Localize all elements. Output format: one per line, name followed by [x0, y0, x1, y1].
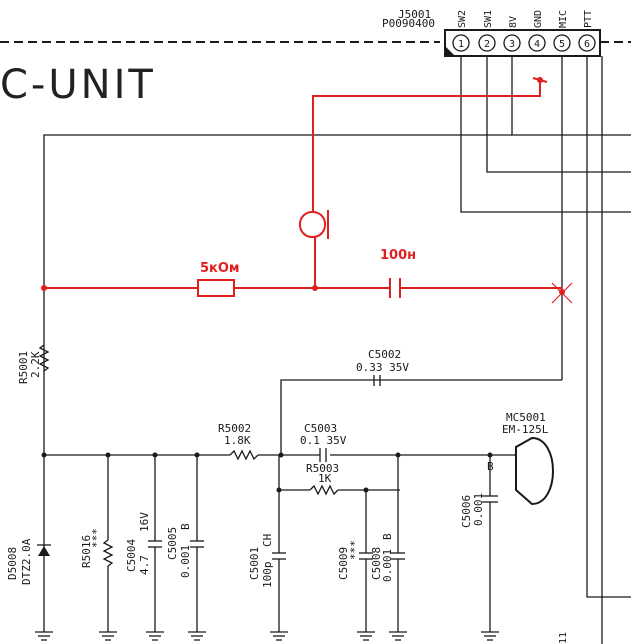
connector-ref: J5001 — [398, 8, 431, 21]
ground-symbols — [35, 631, 499, 641]
c5002-value: 0.33 35V — [356, 361, 409, 374]
pin-number-6: 6 — [584, 39, 590, 50]
pin-signal-5: MIC — [558, 10, 569, 28]
d5008: D5008 DTZ2.0A — [6, 455, 51, 632]
pin-4 — [528, 34, 546, 52]
c5005-value: 0.001 — [179, 545, 192, 578]
c5008: C5008 0.001 B — [370, 455, 405, 632]
d5008-ref: D5008 — [6, 547, 19, 580]
pin-signal-3: 8V — [508, 16, 519, 28]
c5002-ref: C5002 — [368, 348, 401, 361]
pin-signal-1: SW2 — [457, 10, 468, 28]
c5008-class: B — [381, 533, 394, 540]
r5016: R5016 *** — [80, 455, 114, 632]
c5001-value: 100p — [261, 562, 274, 589]
c5004-ref: C5004 — [125, 539, 138, 572]
c5009-ref: C5009 — [337, 547, 350, 580]
r5002-value: 1.8K — [224, 434, 251, 447]
c5005-class: B — [179, 523, 192, 530]
c5004-voltage: 16V — [138, 512, 151, 532]
c5001: C5001 100p CH — [248, 455, 286, 632]
mod-resistor-label: 5кОм — [200, 261, 240, 276]
c5008-ref: C5008 — [370, 547, 383, 580]
pin-number-2: 2 — [484, 39, 490, 50]
c5003-value: 0.1 35V — [300, 434, 347, 447]
pin-5 — [553, 34, 571, 52]
c5008-value: 0.001 — [381, 549, 394, 582]
pin-number-5: 5 — [559, 39, 565, 50]
mc5001-ref: MC5001 — [506, 411, 546, 424]
pin-3 — [503, 34, 521, 52]
mc5001-value: EM-125L — [502, 423, 549, 436]
c5006-class: B — [487, 460, 494, 473]
main-rail: R5002 1.8K C5003 0.1 35V R5003 1K — [41, 422, 540, 496]
microphone-mc5001: MC5001 EM-125L C5006 0.001 B — [460, 411, 554, 632]
r5003-ref: R5003 — [306, 462, 339, 475]
connector-j5001: J5001 P0090400 1 SW2 2 SW1 3 8V 4 GND 5 MIC 6 PTT — [382, 8, 601, 57]
c5009-value: *** — [348, 540, 361, 560]
c5005: C5005 0.001 B — [166, 455, 204, 632]
c5004-value: 4.7 — [138, 555, 151, 575]
capacitor-c5002: C5002 0.33 35V — [280, 348, 562, 455]
c5005-ref: C5005 — [166, 527, 179, 560]
pin-number-3: 3 — [509, 39, 515, 50]
r5016-ref: R5016 — [80, 535, 93, 568]
mod-capacitor-label: 100н — [380, 248, 416, 263]
connector-part: P0090400 — [382, 17, 435, 30]
pin-signal-2: SW1 — [483, 10, 494, 28]
c5006-value: 0.001 — [472, 493, 485, 526]
pin-6 — [578, 34, 596, 52]
c5001-ref: C5001 — [248, 547, 261, 580]
r5003-value: 1K — [318, 472, 332, 485]
c5009: C5009 *** — [337, 490, 373, 632]
red-modification: 5кОм 100н — [41, 77, 573, 304]
pin-signal-6: PTT — [583, 10, 594, 28]
r5001-ref: R5001 — [17, 351, 30, 384]
pin-number-1: 1 — [458, 39, 464, 50]
resistor-r5001: R5001 2.2K — [17, 344, 50, 384]
r5001-value: 2.2K — [29, 351, 42, 378]
c5003-ref: C5003 — [304, 422, 337, 435]
r5002-ref: R5002 — [218, 422, 251, 435]
pin-1 — [452, 34, 470, 52]
c5004: C5004 4.7 16V — [125, 455, 162, 632]
unit-title: C-UNIT — [0, 62, 156, 108]
d5008-value: DTZ2.0A — [20, 538, 33, 585]
edge-label: 11 — [558, 632, 569, 644]
c5001-class: CH — [261, 534, 274, 547]
pin-number-4: 4 — [534, 39, 540, 50]
r5016-value: *** — [90, 528, 103, 548]
pin-2 — [478, 34, 496, 52]
connector-wires — [43, 56, 631, 644]
c5006-ref: C5006 — [460, 495, 473, 528]
pin-signal-4: GND — [533, 10, 544, 28]
